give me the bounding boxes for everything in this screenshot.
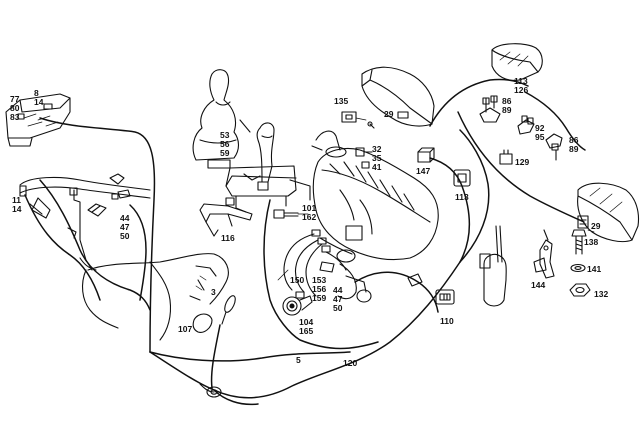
callout-138: 138 bbox=[584, 237, 599, 247]
connector-104 bbox=[282, 291, 313, 316]
callout-29-top: 29 bbox=[384, 109, 394, 119]
right-module bbox=[577, 182, 640, 243]
bolt-101 bbox=[273, 209, 299, 219]
bracket-144 bbox=[533, 229, 555, 279]
callout-113-126: 113 126 bbox=[514, 76, 529, 95]
switch-113-mid bbox=[453, 169, 471, 187]
callout-113-mid: 113 bbox=[455, 192, 469, 202]
callout-147: 147 bbox=[416, 166, 431, 176]
connector-110 bbox=[435, 289, 455, 305]
main-harness-wire bbox=[24, 78, 586, 406]
fuel-pipe bbox=[479, 225, 507, 307]
callout-32-35-41: 32 35 41 bbox=[372, 144, 382, 172]
callout-129: 129 bbox=[515, 157, 530, 167]
callout-11-14: 11 14 bbox=[12, 195, 22, 214]
callout-53-56-59: 53 56 59 bbox=[220, 130, 230, 158]
left-control-module bbox=[5, 93, 71, 147]
callout-135: 135 bbox=[334, 96, 349, 106]
callout-110: 110 bbox=[440, 316, 454, 326]
callout-107: 107 bbox=[178, 324, 193, 334]
callout-86-89-top: 86 89 bbox=[502, 96, 512, 115]
connectors-86-89-right bbox=[545, 133, 563, 161]
callout-144: 144 bbox=[531, 280, 546, 290]
nut-132 bbox=[569, 283, 591, 297]
left-bracket bbox=[19, 176, 151, 271]
connectors-86-89-top bbox=[479, 95, 501, 123]
callout-104-165: 104 165 bbox=[299, 317, 314, 336]
upper-right-module bbox=[491, 43, 543, 81]
plug-near-110 bbox=[407, 273, 423, 287]
callout-8-14: 8 14 bbox=[34, 88, 44, 107]
plug-44-mid bbox=[319, 261, 335, 273]
gear-shift-assembly bbox=[192, 69, 297, 213]
relay-147 bbox=[417, 147, 435, 163]
connectors-92-95 bbox=[517, 115, 535, 135]
injector-lines bbox=[283, 229, 372, 303]
console-linkage bbox=[239, 119, 311, 201]
callout-44-47-50-mid: 44 47 50 bbox=[333, 285, 343, 313]
callout-86-89-right: 86 89 bbox=[569, 135, 579, 154]
callout-92-95: 92 95 bbox=[535, 123, 545, 142]
grommet-bottom bbox=[199, 383, 222, 398]
callout-116: 116 bbox=[221, 233, 235, 243]
washer-141 bbox=[570, 263, 586, 273]
callout-77-80-83: 77 80 83 bbox=[10, 94, 20, 122]
top-cover-135 bbox=[341, 66, 435, 129]
callout-5: 5 bbox=[296, 355, 301, 365]
callout-101-162: 101 162 bbox=[302, 203, 317, 222]
callout-132: 132 bbox=[594, 289, 609, 299]
leader-lines bbox=[277, 117, 595, 281]
seat-outline bbox=[81, 253, 229, 341]
callout-44-47-50-left: 44 47 50 bbox=[120, 213, 130, 241]
shift-bracket-116 bbox=[199, 197, 253, 237]
switch-107 bbox=[192, 295, 236, 333]
callout-141: 141 bbox=[587, 264, 602, 274]
callout-153-156-159: 153 156 159 bbox=[312, 275, 327, 303]
callout-29-right: 29 bbox=[591, 221, 601, 231]
callout-120: 120 bbox=[343, 358, 358, 368]
callout-3: 3 bbox=[211, 287, 216, 297]
sensor-32-35-41 bbox=[355, 147, 373, 169]
wire-clips-left bbox=[87, 173, 131, 217]
connector-129 bbox=[499, 149, 513, 165]
callout-150: 150 bbox=[290, 275, 305, 285]
bolt-138 bbox=[571, 229, 587, 255]
